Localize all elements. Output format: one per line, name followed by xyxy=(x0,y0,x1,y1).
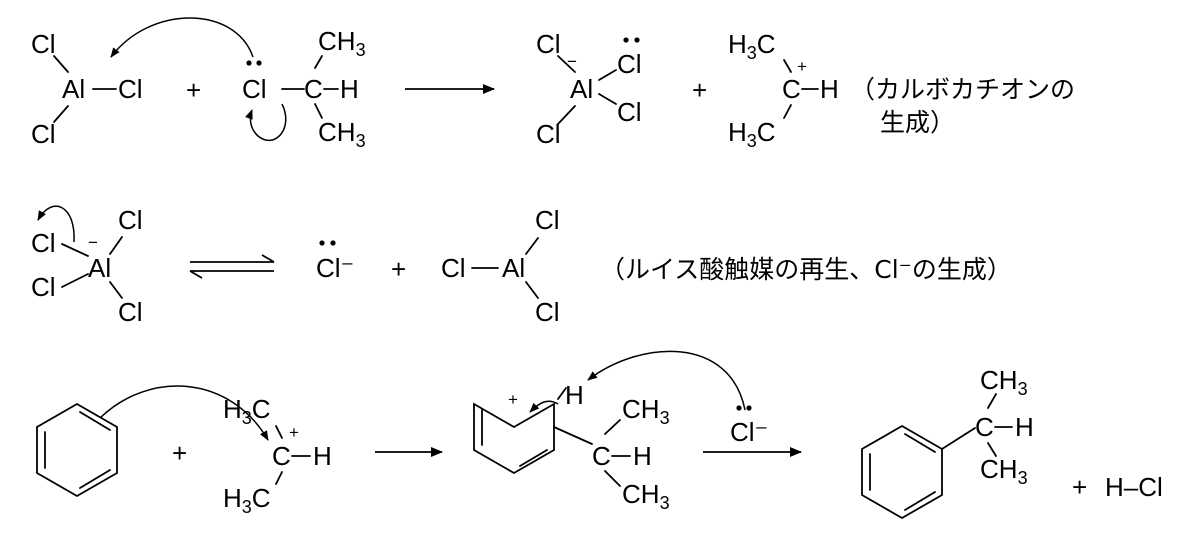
lone-pair-dot xyxy=(246,60,252,66)
hydrogen-label: H xyxy=(633,441,652,471)
arenium-ion-intermediate: + H C H CH3 CH3 xyxy=(473,380,670,513)
curved-arrow-icon xyxy=(110,17,254,58)
curved-arrow-icon xyxy=(587,350,746,411)
methyl-label: CH3 xyxy=(980,454,1028,488)
hydrogen-label: H xyxy=(340,74,359,104)
minus-charge: − xyxy=(88,233,98,252)
methyl-label: H3C xyxy=(223,483,271,517)
isopropyl-carbocation: H3C + C H H3C xyxy=(223,394,332,517)
methyl-label: CH3 xyxy=(622,394,670,428)
note-catalyst-regeneration: （ルイス酸触媒の再生、Cl⁻の生成） xyxy=(600,255,1012,284)
cl-label: Cl xyxy=(118,74,143,104)
note-carbocation-formation: （カルボカチオンの xyxy=(850,75,1075,104)
curved-arrow-icon xyxy=(245,103,287,142)
lone-pair-dot xyxy=(634,37,640,43)
chloride-anion: Cl⁻ xyxy=(316,240,354,283)
note-carbocation-formation: 生成） xyxy=(880,108,955,137)
plus-sign: + xyxy=(692,75,707,105)
plus-sign: + xyxy=(1072,472,1087,502)
methyl-label: H3C xyxy=(728,29,776,63)
row2-step-catalyst-regeneration: Cl − Cl Al Cl Cl Cl⁻ + Cl xyxy=(31,205,1012,327)
hydrogen-label: H xyxy=(1015,412,1034,442)
cl-label: Cl xyxy=(536,29,561,59)
isopropyl-carbocation: H3C + C H H3C xyxy=(728,29,839,151)
tetrachloroaluminate-molecule: Cl − Cl Al Cl Cl xyxy=(31,205,143,327)
cumene-molecule: C H CH3 CH3 xyxy=(861,365,1034,520)
carbon-label: C xyxy=(782,74,801,104)
chloride-anion: Cl⁻ xyxy=(730,405,768,447)
methyl-label: CH3 xyxy=(980,365,1028,399)
lone-pair-dot xyxy=(319,240,325,246)
cl-label: Cl xyxy=(242,74,267,104)
lone-pair-dot xyxy=(746,405,752,411)
row1-step-carbocation-formation: Cl Al Cl Cl + Cl C H CH3 CH3 xyxy=(31,17,1075,151)
cl-label: Cl xyxy=(31,272,56,302)
hydrogen-label: H xyxy=(820,74,839,104)
plus-charge: + xyxy=(797,57,807,76)
plus-sign: + xyxy=(172,438,187,468)
methyl-label: CH3 xyxy=(318,26,366,60)
methyl-label: H3C xyxy=(728,117,776,151)
al-label: Al xyxy=(88,253,111,283)
minus-charge: − xyxy=(567,52,577,71)
hydrogen-label: H xyxy=(565,380,584,410)
plus-charge: + xyxy=(508,390,518,409)
plus-charge: + xyxy=(289,423,299,442)
carbon-label: C xyxy=(592,441,611,471)
isopropyl-chloride-molecule: Cl C H CH3 CH3 xyxy=(242,26,366,151)
curved-arrow-icon xyxy=(99,385,269,441)
methyl-label: CH3 xyxy=(318,117,366,151)
cl-label: Cl xyxy=(535,297,560,327)
chloride-label: Cl⁻ xyxy=(730,417,768,447)
methyl-label: CH3 xyxy=(622,479,670,513)
curved-arrow-icon xyxy=(37,205,75,243)
al-label: Al xyxy=(62,74,85,104)
equilibrium-arrow-icon xyxy=(189,254,275,279)
curved-arrow-icon xyxy=(529,400,559,413)
row3-step-substitution: + H3C + C H H3C + H C H xyxy=(36,350,1163,520)
lone-pair-dot xyxy=(736,405,742,411)
plus-sign: + xyxy=(186,75,201,105)
hydrogen-chloride-label: H–Cl xyxy=(1105,472,1163,502)
lone-pair-dot xyxy=(623,37,629,43)
cl-label: Cl xyxy=(31,119,56,149)
cl-label: Cl xyxy=(536,119,561,149)
al-label: Al xyxy=(570,74,593,104)
chloride-label: Cl⁻ xyxy=(316,253,354,283)
cl-label: Cl xyxy=(441,253,466,283)
plus-sign: + xyxy=(391,254,406,284)
hydrogen-label: H xyxy=(313,441,332,471)
tetrachloroaluminate-molecule: Cl − Cl Al Cl Cl xyxy=(536,29,642,149)
carbon-label: C xyxy=(304,74,323,104)
alcl3-molecule: Cl Al Cl Cl xyxy=(31,29,143,149)
carbon-label: C xyxy=(975,412,994,442)
cl-label: Cl xyxy=(31,29,56,59)
cl-label: Cl xyxy=(118,297,143,327)
cl-label: Cl xyxy=(617,97,642,127)
cl-label: Cl xyxy=(31,228,56,258)
cl-label: Cl xyxy=(535,205,560,235)
lone-pair-dot xyxy=(256,60,262,66)
cl-label: Cl xyxy=(617,49,642,79)
methyl-label: H3C xyxy=(223,394,271,428)
cl-label: Cl xyxy=(118,205,143,235)
benzene-ring xyxy=(36,402,118,498)
al-label: Al xyxy=(502,253,525,283)
lone-pair-dot xyxy=(330,240,336,246)
carbon-label: C xyxy=(272,441,291,471)
alcl3-molecule: Cl Al Cl Cl xyxy=(441,205,560,327)
